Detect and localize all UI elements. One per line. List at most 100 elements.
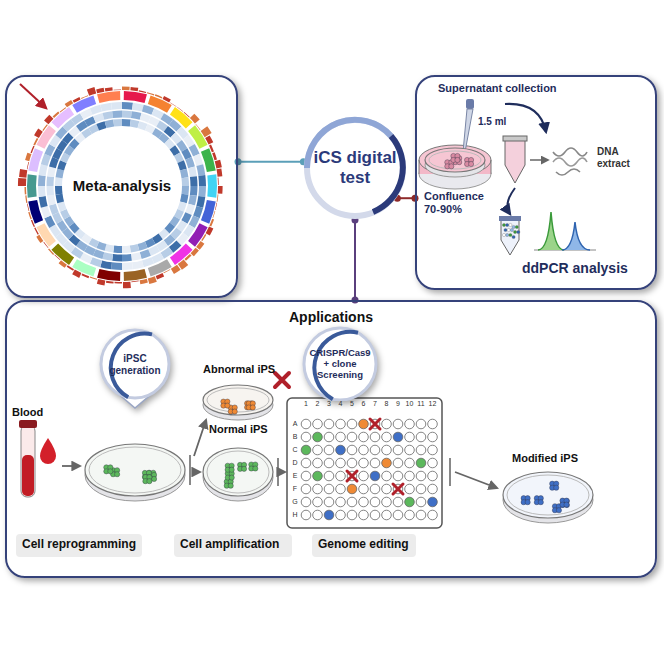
heatmap-cell: [131, 111, 142, 120]
heatmap-cell: [113, 119, 122, 127]
well: [347, 484, 357, 494]
dish: [85, 444, 185, 496]
connector-line: [354, 220, 356, 300]
frequency-bar: [34, 129, 43, 138]
row-letter: H: [292, 511, 297, 519]
drawing-part: [40, 438, 56, 464]
frequency-bar: [96, 88, 104, 94]
well: [324, 432, 334, 442]
heatmap-cell: [188, 166, 197, 177]
drawing-part: [312, 534, 416, 557]
droplet: [509, 223, 512, 226]
pointer-arrow: [20, 84, 46, 108]
pin-head: [304, 328, 376, 400]
heatmap-cell: [190, 186, 198, 196]
frequency-bar: [114, 89, 121, 91]
frequency-bar: [27, 162, 29, 169]
well: [416, 510, 426, 520]
frequency-bar: [209, 144, 214, 152]
drawing-part: [553, 148, 587, 156]
frequency-bar: [217, 194, 219, 201]
item-label: Normal iPS: [209, 423, 268, 436]
well: [382, 510, 392, 520]
stage-label: Cell amplification: [180, 538, 279, 552]
well: [301, 510, 311, 520]
cell: [108, 469, 113, 474]
connector: [352, 217, 359, 304]
frequency-bar: [140, 279, 148, 285]
frequency-bar: [218, 178, 219, 185]
droplet-beads: [502, 223, 520, 238]
drawing-part: [281, 471, 285, 473]
cell: [253, 466, 258, 471]
dish: [503, 472, 593, 518]
frequency-bar: [163, 96, 171, 103]
drawing-part: [562, 222, 590, 250]
well: [359, 458, 369, 468]
drawing-part: [449, 458, 451, 486]
drawing-part: [277, 458, 279, 486]
dish-rim: [207, 451, 269, 493]
well: [313, 510, 323, 520]
droplet: [504, 228, 507, 231]
heatmap-cell: [138, 241, 148, 250]
column-number: 5: [350, 400, 354, 408]
frequency-bar: [72, 270, 81, 278]
heatmap-cell: [131, 252, 142, 261]
dish-rim: [89, 447, 181, 493]
heatmap-cell: [181, 186, 189, 195]
well: [359, 445, 369, 455]
drawing-part: [21, 425, 35, 497]
cell: [556, 508, 561, 513]
frequency-bar: [215, 203, 217, 210]
column-number: 7: [373, 400, 377, 408]
frequency-bar: [212, 152, 217, 160]
heatmap-cell: [100, 103, 112, 112]
dish: [425, 148, 485, 172]
central-test-circle: iCS digital test: [303, 116, 407, 220]
well: [336, 419, 346, 429]
heatmap-cell: [41, 206, 51, 218]
well: [428, 432, 438, 442]
heatmap-cell: [105, 120, 115, 128]
heatmap-cell: [112, 254, 122, 262]
drawing-part: [22, 455, 34, 496]
well: [428, 510, 438, 520]
frequency-bar: [27, 204, 29, 211]
well: [393, 432, 403, 442]
applications-art: [16, 148, 593, 557]
heatmap-cell: [181, 177, 189, 186]
drawing-part: [194, 420, 206, 456]
heatmap-cell: [102, 252, 113, 261]
heatmap-cell: [100, 260, 112, 269]
well: [359, 471, 369, 481]
column-number: 2: [316, 400, 320, 408]
frequency-bar: [44, 115, 53, 125]
row-letter: G: [292, 498, 297, 506]
heatmap-cell: [122, 245, 131, 253]
frequency-bar: [81, 95, 88, 99]
crispr-screening-pin: CRISPR/Cas9 + clone Screening: [299, 323, 381, 401]
connector: [235, 158, 307, 165]
column-number: 3: [327, 400, 331, 408]
heatmap-cell: [140, 249, 151, 259]
droplet: [506, 223, 509, 226]
connector-line: [238, 161, 303, 163]
well: [416, 445, 426, 455]
heatmap-cell: [132, 103, 144, 112]
drawing-part: [491, 160, 492, 174]
well: [324, 445, 334, 455]
well: [324, 471, 334, 481]
heatmap-cell: [93, 113, 104, 123]
frequency-bar: [190, 114, 200, 124]
pin-head: [101, 330, 169, 398]
well: [359, 497, 369, 507]
heatmap-cell: [188, 195, 197, 206]
well: [416, 419, 426, 429]
heatmap-cell: [47, 176, 55, 186]
well: [359, 484, 369, 494]
well: [347, 458, 357, 468]
frequency-bar: [33, 138, 38, 145]
well: [313, 471, 323, 481]
